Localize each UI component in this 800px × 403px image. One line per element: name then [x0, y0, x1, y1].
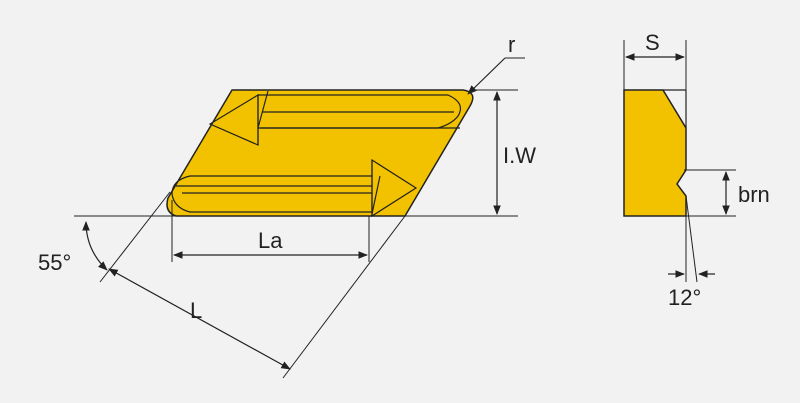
insert-side-view [623, 89, 736, 217]
angle-12-dimension: 12° [668, 195, 715, 310]
la-label: La [258, 228, 283, 253]
angle-12-label: 12° [668, 285, 701, 310]
upper-facet-edge [257, 90, 269, 129]
r-callout: r [467, 32, 525, 95]
iw-dimension: I.W [470, 89, 536, 215]
iw-label: I.W [503, 143, 536, 168]
r-label: r [508, 32, 515, 57]
l-dimension: L [99, 191, 406, 379]
la-dimension: La [171, 200, 370, 262]
upper-groove [258, 94, 461, 129]
lower-groove [171, 175, 372, 213]
upper-facet [208, 93, 259, 146]
side-body [623, 89, 687, 217]
brn-label: brn [738, 182, 770, 207]
angle-55-label: 55° [38, 250, 71, 275]
s-dimension: S [623, 30, 687, 90]
insert-body [166, 89, 474, 217]
s-label: S [645, 30, 660, 55]
l-label: L [190, 298, 202, 323]
angle-55-dimension: 55° [38, 221, 108, 275]
insert-top-view [166, 89, 474, 218]
brn-dimension: brn [684, 169, 770, 215]
lower-facet-edge [371, 175, 381, 215]
